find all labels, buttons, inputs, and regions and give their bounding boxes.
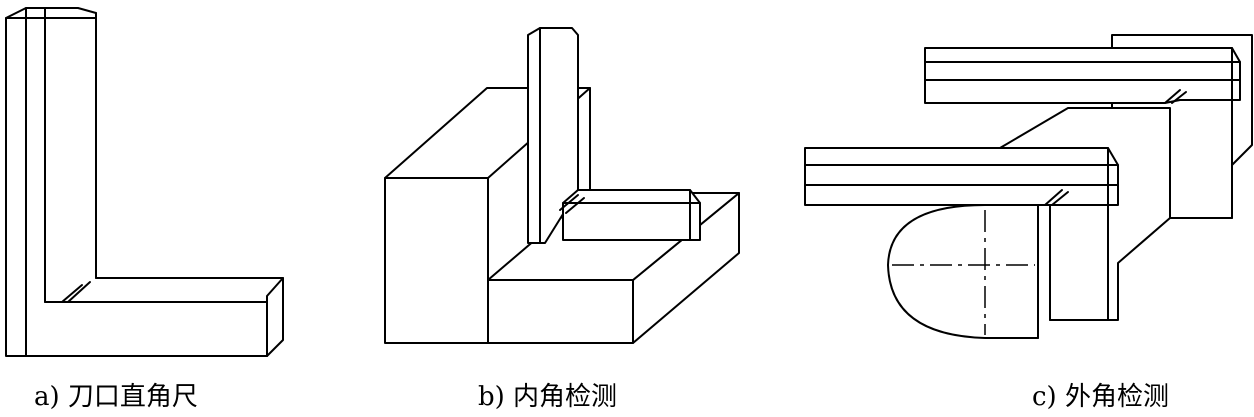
- inner-square-horizontal: [562, 202, 701, 241]
- square-horizontal-arm: [61, 301, 268, 357]
- cylinder-end: [887, 204, 1039, 339]
- inner-angle-drawing: [384, 27, 740, 344]
- front-square-vertical: [1037, 204, 1051, 339]
- block-left-front: [384, 177, 489, 344]
- top-square-lines: [924, 47, 1241, 219]
- square-blade-top: [5, 7, 97, 19]
- inner-square-horizontal-top: [562, 189, 701, 204]
- front-square-lines: [804, 164, 1119, 186]
- square-notch: [61, 281, 91, 303]
- top-square-arm: [924, 47, 1241, 104]
- front-square-notch: [1044, 189, 1069, 206]
- front-square-arm: [804, 147, 1119, 206]
- outer-angle-drawing: [804, 34, 1253, 339]
- knife-edge-square-drawing: [5, 7, 284, 357]
- square-arm-end: [95, 277, 284, 357]
- block-step-front: [487, 279, 634, 344]
- inner-square-notch: [559, 194, 585, 214]
- caption-outer-angle: c) 外角检测: [1032, 382, 1169, 412]
- technical-diagram: [5, 7, 1253, 357]
- top-square-notch: [1164, 89, 1187, 104]
- square-outline: [5, 17, 284, 357]
- caption-knife-edge-square: a) 刀口直角尺: [34, 382, 198, 412]
- caption-inner-angle: b) 内角检测: [478, 382, 618, 412]
